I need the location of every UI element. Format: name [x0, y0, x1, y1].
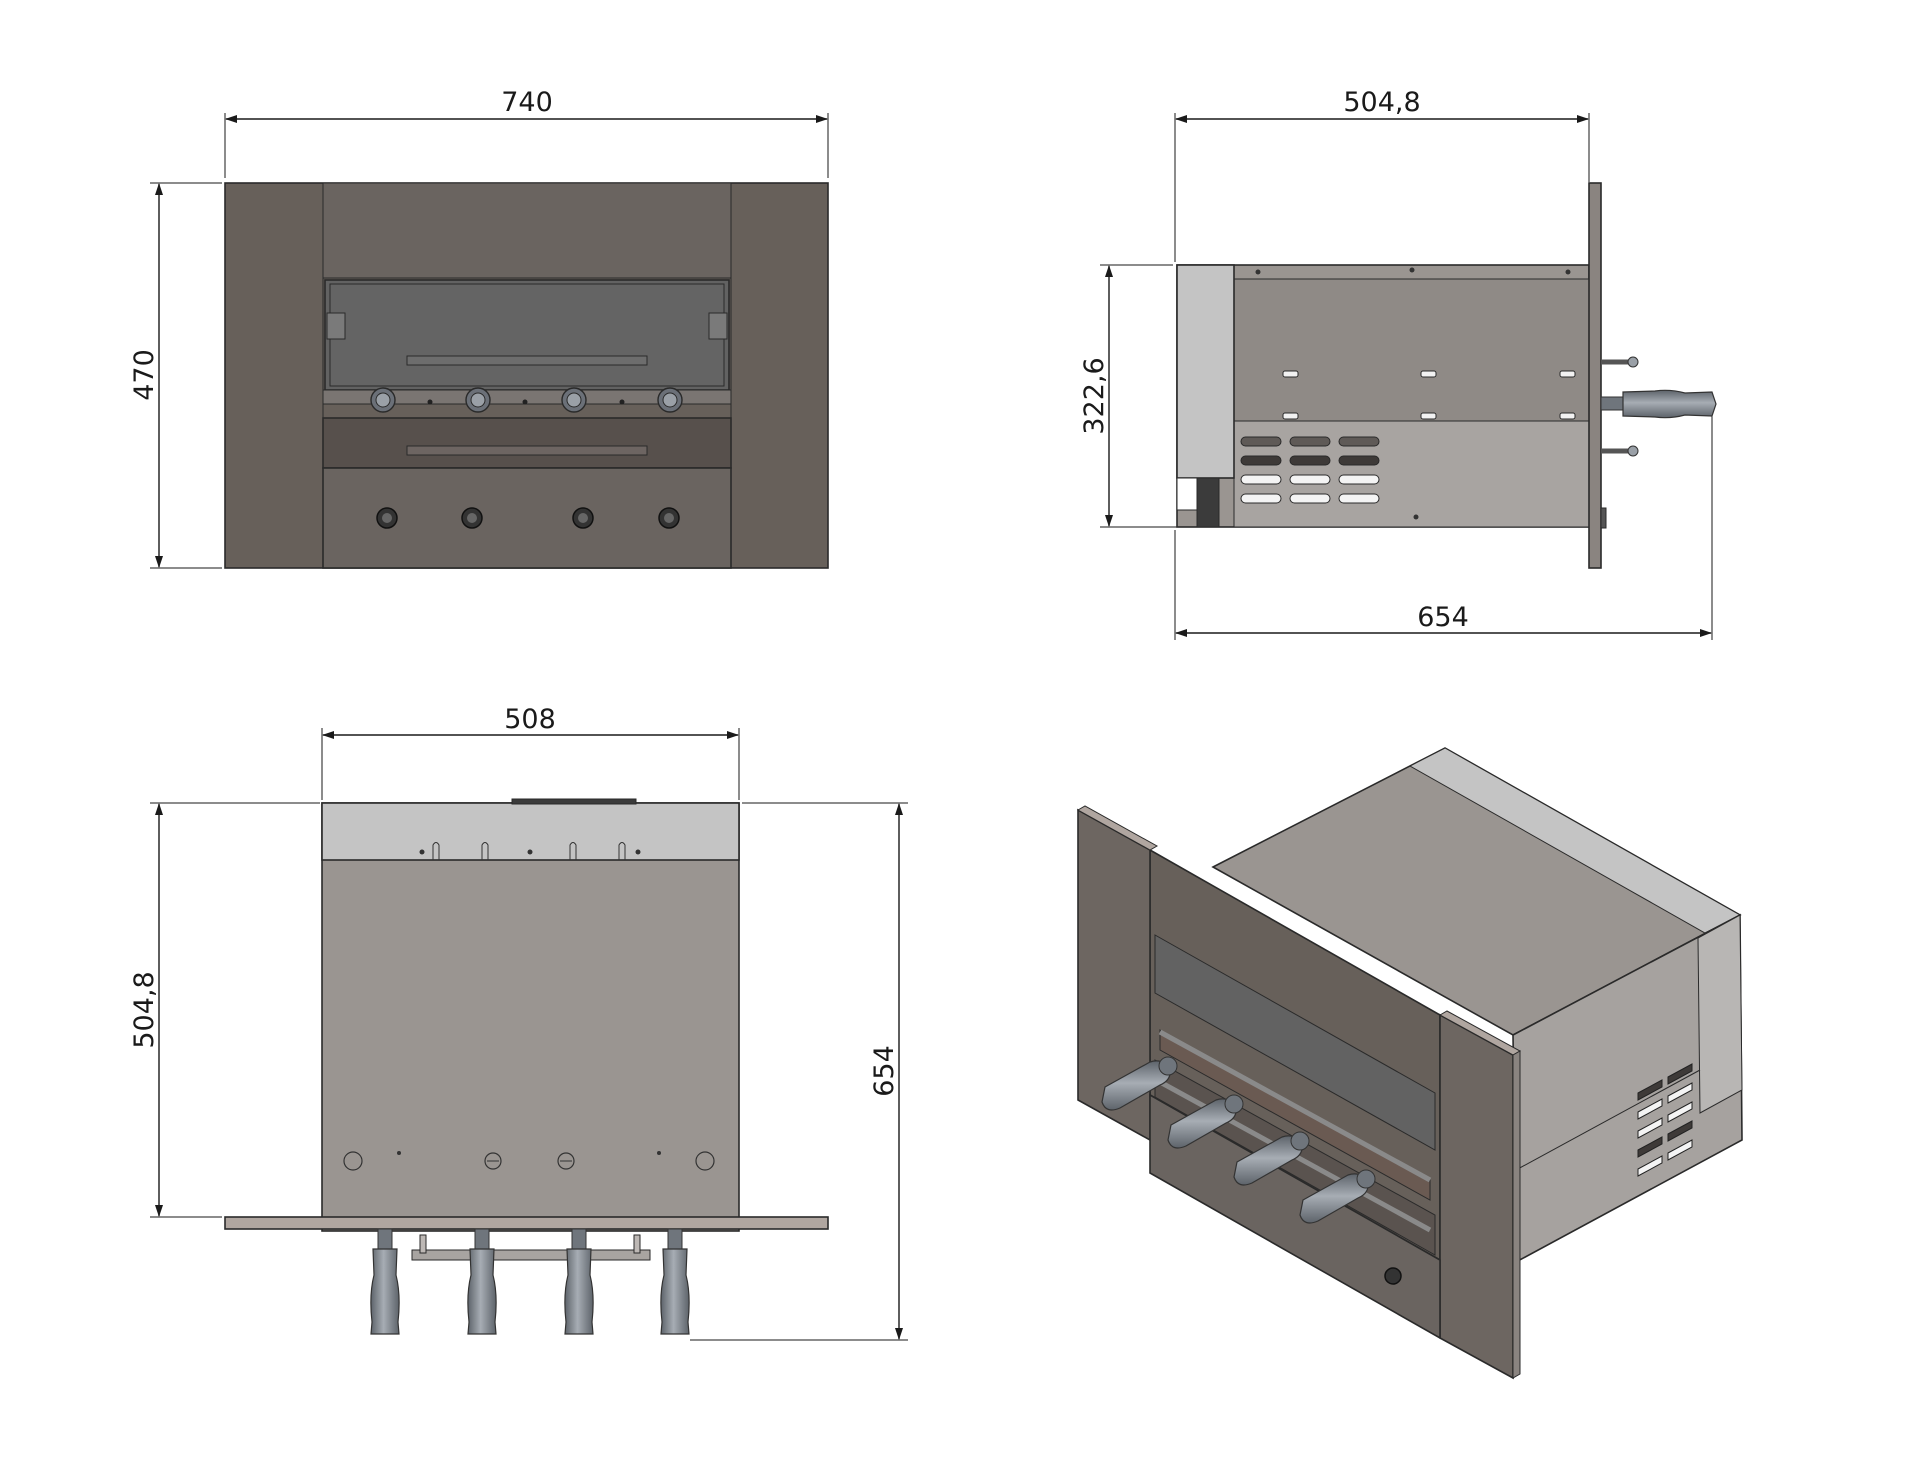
control-knob-icon [1384, 1267, 1402, 1285]
skewer-handle-icon [660, 1228, 690, 1335]
dim-side-total-depth: 654 [1417, 602, 1469, 633]
dim-top-total-depth: 654 [869, 1045, 900, 1097]
skewer-handle-icon [564, 1228, 594, 1335]
top-view: 508 504,8 654 [129, 704, 908, 1341]
skewer-handle-icon [370, 1228, 400, 1335]
side-view: 504,8 322,6 654 [1079, 87, 1717, 640]
dim-front-height: 470 [129, 349, 160, 401]
skewer-handle-icon [1101, 1056, 1178, 1111]
dim-side-height: 322,6 [1079, 357, 1110, 434]
skewer-handle-icon [1299, 1169, 1376, 1224]
vent-grille [1240, 436, 1380, 504]
vent-grille [1637, 1063, 1693, 1177]
isometric-view [1076, 747, 1743, 1380]
dim-side-depth: 504,8 [1343, 87, 1420, 118]
skewer-handle-icon [1600, 389, 1717, 419]
skewer-handle-icon [467, 1228, 497, 1335]
dim-top-width: 508 [504, 704, 556, 735]
front-view: 740 470 [129, 87, 829, 569]
dim-front-width: 740 [501, 87, 553, 118]
dim-top-depth: 504,8 [129, 971, 160, 1048]
skewer-handle-icon [1233, 1131, 1310, 1186]
skewer-handle-icon [1167, 1094, 1244, 1149]
